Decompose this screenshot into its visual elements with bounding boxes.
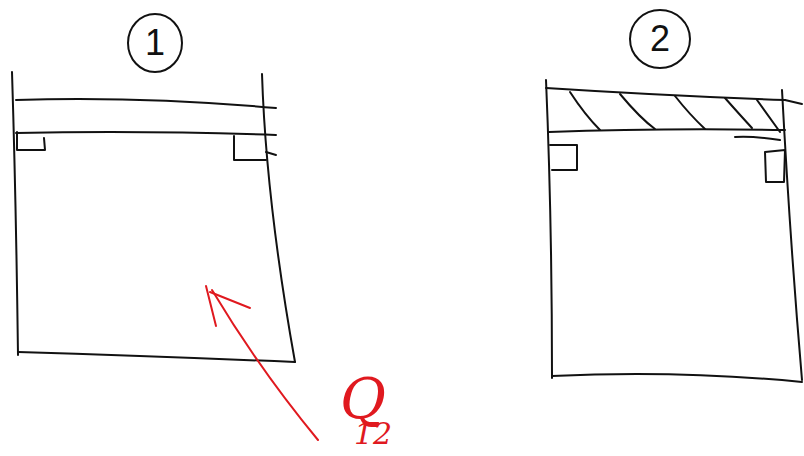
state-number: 2 — [650, 18, 670, 60]
state-circle: 1 — [126, 12, 184, 74]
state-circle: 2 — [628, 8, 692, 70]
heat-subscript: 12 — [354, 416, 392, 451]
state-number: 1 — [145, 22, 165, 64]
